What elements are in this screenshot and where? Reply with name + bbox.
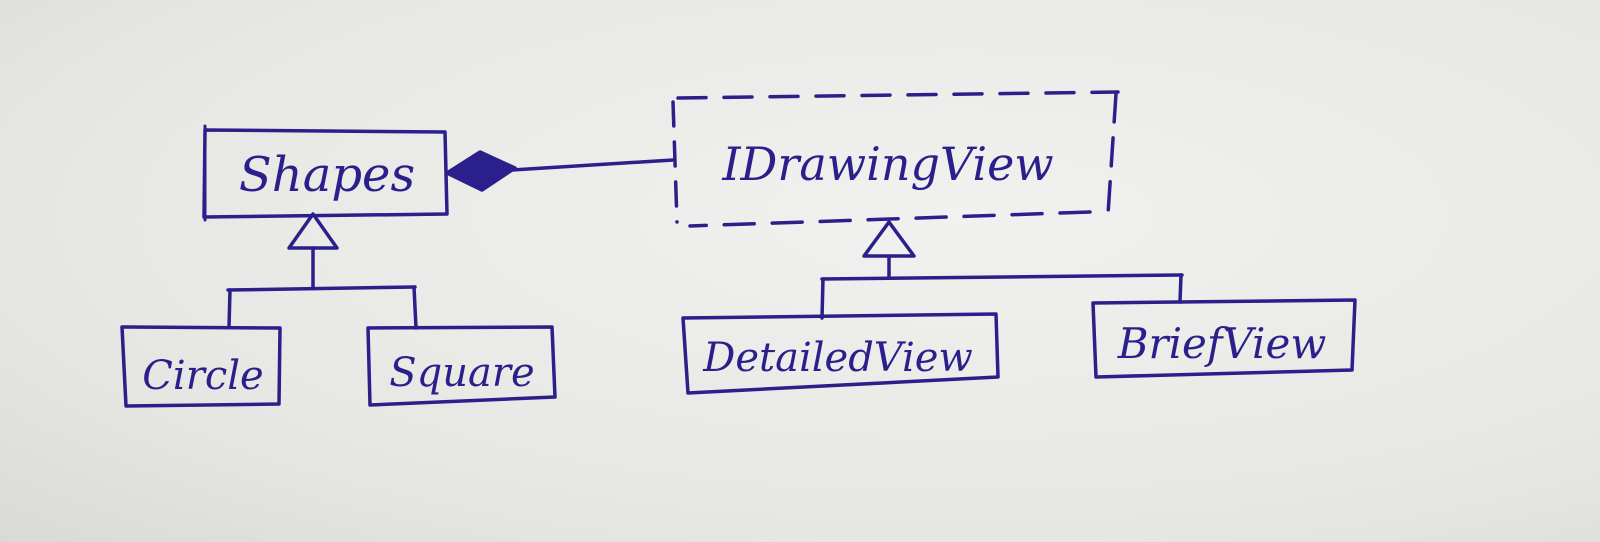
edge-realization-idrawingview xyxy=(820,220,1184,320)
node-briefview xyxy=(1091,298,1357,379)
label-square: Square xyxy=(389,350,534,396)
node-idrawingview xyxy=(671,90,1120,228)
node-shapes xyxy=(202,124,449,222)
node-circle xyxy=(120,325,282,408)
label-detailedview: DetailedView xyxy=(702,335,972,381)
node-detailedview xyxy=(681,312,1000,395)
node-square xyxy=(366,325,557,407)
label-briefview: BriefView xyxy=(1117,319,1327,368)
label-idrawingview: IDrawingView xyxy=(721,137,1053,191)
edge-generalization-shapes xyxy=(226,212,418,330)
label-circle: Circle xyxy=(142,353,263,399)
label-shapes: Shapes xyxy=(239,147,415,203)
edge-composition-idrawingview-shapes xyxy=(445,150,675,192)
